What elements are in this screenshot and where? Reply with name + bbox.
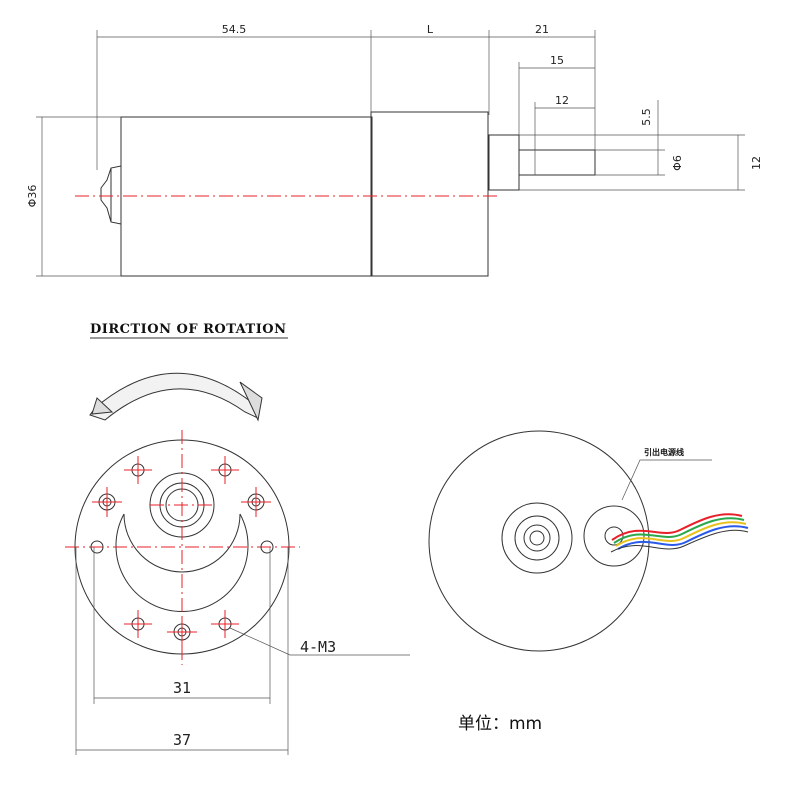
rear-end-cap (100, 165, 122, 225)
hole-callout: 4-M3 (300, 638, 336, 656)
mounting-hole (260, 540, 274, 554)
output-boss (488, 134, 520, 191)
mounting-hole (124, 456, 152, 484)
rear-view: 引出电源线 (428, 430, 749, 652)
lead-wires (610, 513, 749, 553)
mounting-hole (241, 487, 271, 517)
dim-shaft-offset: 5.5 (640, 108, 653, 126)
rear-cover (428, 430, 650, 652)
dim-gearbox-length: L (427, 23, 434, 36)
rotation-title: DIRCTION OF ROTATION (90, 322, 287, 337)
lead-grommet (583, 505, 645, 567)
mounting-hole (167, 617, 197, 647)
mounting-hole (90, 540, 104, 554)
dim-body-diameter: Φ36 (26, 185, 39, 208)
mounting-hole (124, 610, 152, 638)
side-view: 54.5 L 21 15 12 Φ36 5.5 Φ6 12 (26, 23, 763, 277)
output-shaft (518, 149, 596, 176)
mounting-hole (211, 610, 239, 638)
dim-motor-length: 54.5 (222, 23, 247, 36)
hole-callout-leader (229, 627, 410, 656)
rear-bearing-boss (501, 502, 573, 574)
mounting-holes (90, 456, 274, 647)
dim-boss-diameter: 12 (750, 156, 763, 170)
units-label: 单位：mm (458, 714, 542, 734)
dim-hole-spacing: 31 (173, 679, 191, 697)
dim-shaft-total: 21 (535, 23, 549, 36)
dim-body-width: 37 (173, 731, 191, 749)
dim-shaft-flat: 12 (555, 94, 569, 107)
mounting-hole (92, 487, 122, 517)
mounting-hole (211, 456, 239, 484)
lead-leader (621, 459, 712, 501)
gearbox-body (370, 111, 489, 277)
lead-label: 引出电源线 (644, 447, 684, 457)
dim-shaft-diameter: Φ6 (671, 155, 684, 171)
rotation-arrow-icon (89, 372, 259, 421)
front-view: DIRCTION OF ROTATION (65, 322, 410, 755)
dim-shaft-mid: 15 (550, 54, 564, 67)
